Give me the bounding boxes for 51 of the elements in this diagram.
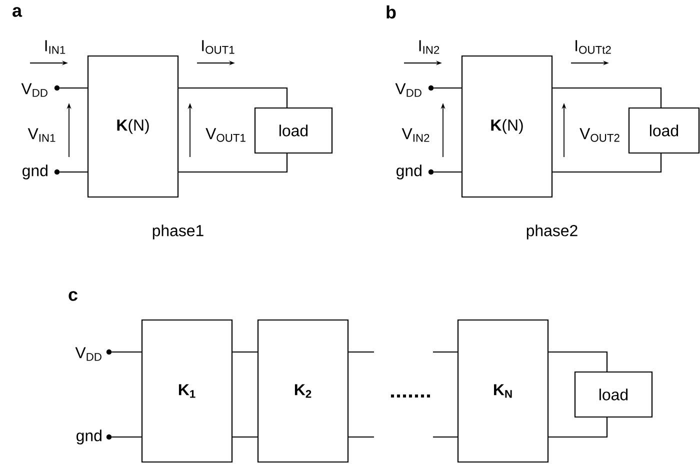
- node-label: gnd: [76, 430, 102, 444]
- panel-letter: c: [68, 291, 78, 301]
- wire: [178, 154, 288, 173]
- wire: [434, 87, 462, 89]
- wire: [178, 87, 288, 108]
- wire: [548, 351, 608, 372]
- wire: [60, 171, 88, 173]
- quantity-label: V$_{OUT1}$: [206, 128, 246, 142]
- wire: [433, 436, 458, 438]
- terminal: V$_{DD}$: [75, 347, 112, 361]
- block-box: K(N): [461, 55, 553, 198]
- terminal: gnd: [22, 164, 60, 180]
- terminal: V$_{DD}$: [21, 83, 60, 97]
- terminal: V$_{DD}$: [395, 83, 434, 97]
- block-box: K$_{N}$: [457, 319, 549, 463]
- terminal: gnd: [396, 164, 434, 180]
- wire: [112, 351, 142, 353]
- node-label: gnd: [396, 164, 422, 180]
- quantity-label: V$_{OUT2}$: [580, 128, 620, 142]
- wire: [232, 436, 258, 438]
- quantity-label: I$_{IN2}$: [419, 40, 440, 54]
- block-box: K$_{2}$: [257, 319, 349, 463]
- load-box: load: [628, 107, 700, 154]
- wire: [548, 418, 608, 438]
- quantity-label: V$_{IN2}$: [402, 128, 430, 142]
- caption: phase1: [152, 224, 204, 240]
- node-label: gnd: [22, 164, 48, 180]
- panel-letter: b: [386, 5, 396, 19]
- terminal: gnd: [76, 430, 112, 444]
- quantity-label: I$_{IN1}$: [45, 40, 66, 54]
- quantity-label: I$_{OUTt2}$: [576, 40, 611, 54]
- block-box: K$_{1}$: [141, 319, 233, 463]
- wire: [232, 351, 258, 353]
- quantity-label: I$_{OUT1}$: [202, 40, 234, 54]
- node-label: V$_{DD}$: [21, 83, 48, 97]
- wire: [60, 87, 88, 89]
- block-box: K(N): [87, 55, 179, 198]
- quantity-label: V$_{IN1}$: [28, 128, 56, 142]
- wire: [348, 351, 374, 353]
- node-label: V$_{DD}$: [395, 83, 422, 97]
- load-box: load: [574, 371, 653, 418]
- wire: [112, 436, 142, 438]
- wire: [552, 87, 662, 108]
- node-label: V$_{DD}$: [75, 347, 102, 361]
- wire: [348, 436, 374, 438]
- load-box: load: [254, 107, 333, 154]
- caption: phase2: [526, 224, 578, 240]
- wire: [433, 351, 458, 353]
- panel-letter: a: [12, 7, 22, 17]
- wire: [552, 154, 662, 173]
- wire: [434, 171, 462, 173]
